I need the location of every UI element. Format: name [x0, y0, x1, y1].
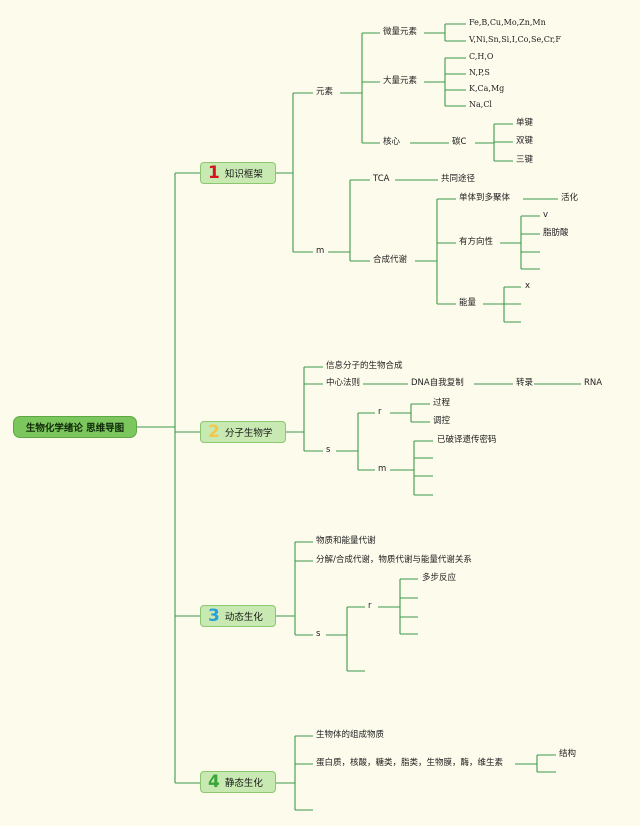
node-tan[interactable]: 碳C — [452, 137, 467, 147]
node-zhongxin[interactable]: 中心法则 — [326, 378, 361, 388]
node-daliang-4[interactable]: Na,Cl — [469, 100, 492, 109]
node-jiegou[interactable]: 结构 — [559, 749, 577, 759]
node-tiaokong[interactable]: 调控 — [433, 416, 451, 426]
node-b2-r[interactable]: r — [378, 407, 382, 417]
branch-1-label: 知识框架 — [224, 169, 263, 180]
node-shengwuti[interactable]: 生物体的组成物质 — [316, 730, 385, 740]
branch-4-number: 4 — [208, 771, 220, 792]
node-weiliang-1[interactable]: Fe,B,Cu,Mo,Zn,Mn — [469, 18, 546, 27]
node-tca[interactable]: TCA — [373, 174, 390, 184]
node-xinxi[interactable]: 信息分子的生物合成 — [326, 361, 403, 371]
node-daliang-1[interactable]: C,H,O — [469, 52, 494, 61]
node-jian-2[interactable]: 双键 — [516, 136, 534, 146]
node-fenjie[interactable]: 分解/合成代谢，物质代谢与能量代谢关系 — [316, 555, 472, 565]
branch-4-label: 静态生化 — [224, 778, 263, 789]
node-nengliang[interactable]: 能量 — [459, 298, 477, 308]
node-huohua[interactable]: 活化 — [561, 193, 579, 203]
root-label: 生物化学绪论 思维导图 — [25, 423, 125, 434]
node-daliang-2[interactable]: N,P,S — [469, 68, 490, 77]
node-b3-s[interactable]: s — [316, 629, 321, 639]
node-youfangxiang[interactable]: 有方向性 — [459, 237, 494, 247]
node-zhifangsuan[interactable]: 脂肪酸 — [543, 228, 569, 238]
node-b2-s[interactable]: s — [326, 445, 331, 455]
branch-2-label: 分子生物学 — [224, 428, 273, 439]
node-hecheng[interactable]: 合成代谢 — [373, 255, 408, 265]
node-jian-3[interactable]: 三键 — [516, 155, 534, 165]
branch-3-number: 3 — [208, 605, 220, 626]
branch-2-number: 2 — [208, 421, 220, 442]
node-duobu[interactable]: 多步反应 — [422, 573, 457, 583]
branch-1-number: 1 — [208, 162, 220, 183]
root-node[interactable]: 生物化学绪论 思维导图 — [13, 416, 137, 438]
node-jian-1[interactable]: 单键 — [516, 118, 534, 128]
node-yuansu[interactable]: 元素 — [316, 87, 334, 97]
node-daliang[interactable]: 大量元素 — [383, 76, 418, 86]
node-gongtong[interactable]: 共同途径 — [441, 174, 476, 184]
node-yipoyi[interactable]: 已破译遗传密码 — [437, 435, 497, 445]
node-weiliang[interactable]: 微量元素 — [383, 27, 418, 37]
node-v[interactable]: v — [543, 210, 549, 220]
node-rna[interactable]: RNA — [584, 378, 603, 388]
node-guocheng[interactable]: 过程 — [433, 398, 451, 408]
node-dna[interactable]: DNA自我复制 — [411, 378, 464, 388]
node-x[interactable]: x — [525, 281, 531, 291]
node-b4-list[interactable]: 蛋白质，核酸，糖类，脂类，生物膜，酶，维生素 — [316, 758, 504, 768]
branch-1-node[interactable]: 1 知识框架 — [200, 162, 276, 184]
node-daliang-3[interactable]: K,Ca,Mg — [469, 84, 505, 93]
node-zhuanlu[interactable]: 转录 — [516, 378, 534, 388]
node-dantiduo[interactable]: 单体到多聚体 — [459, 193, 511, 203]
branch-2-node[interactable]: 2 分子生物学 — [200, 421, 286, 443]
node-b1-m[interactable]: m — [316, 246, 325, 256]
node-weiliang-2[interactable]: V,Ni,Sn,Si,I,Co,Se,Cr,F — [469, 35, 561, 44]
node-b2-m[interactable]: m — [378, 464, 387, 474]
branch-3-node[interactable]: 3 动态生化 — [200, 605, 276, 627]
branch-3-label: 动态生化 — [224, 612, 263, 623]
node-wuzhi[interactable]: 物质和能量代谢 — [316, 536, 376, 546]
branch-4-node[interactable]: 4 静态生化 — [200, 771, 276, 793]
node-b3-r[interactable]: r — [368, 601, 372, 611]
node-hexin[interactable]: 核心 — [383, 137, 401, 147]
